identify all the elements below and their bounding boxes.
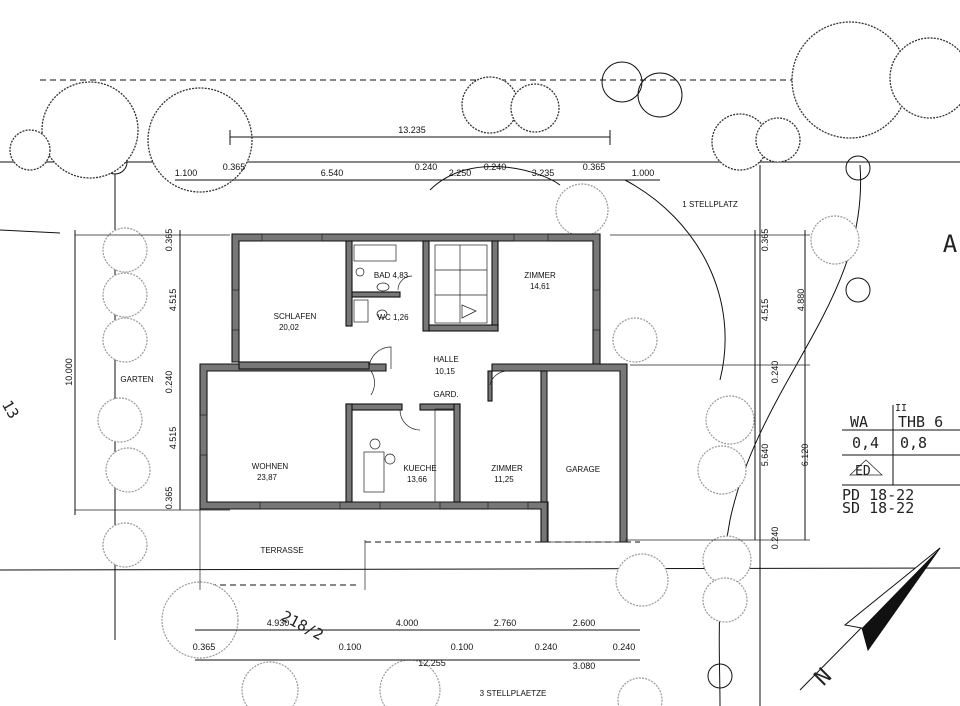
dim-left-0: 0.365 [164,229,174,252]
legend-gfz: 0,8 [900,434,927,452]
dim-bottom-2: 4.000 [396,618,419,628]
dim-bottom2-0: 0.100 [339,642,362,652]
room-zimmer2-name: ZIMMER [491,464,523,473]
room-schlafen-area: 20,02 [279,323,300,332]
legend-sd: SD 18-22 [842,499,914,517]
parcel-number: 218/2 [278,607,326,644]
dim-left-3: 4.515 [168,427,178,450]
legend-thb: THB 6 [898,413,943,431]
letter-a: A [943,230,958,258]
dim-top-3: 0.240 [415,162,438,172]
room-schlafen-name: SCHLAFEN [274,312,317,321]
dim-top-2: 6.540 [321,168,344,178]
north-arrow-icon: N [799,547,941,691]
room-zimmer1-area: 14,61 [530,282,551,291]
dim-top-0: 1.100 [175,168,198,178]
dim-left-4: 0.365 [164,487,174,510]
room-wohnen-area: 23,87 [257,473,278,482]
dim-bottom-6: 2.600 [573,618,596,628]
bottom-dimensions: 0.365 4.930 4.000 0.100 2.760 0.240 2.60… [193,618,636,671]
dim-right-4: 0.240 [770,527,780,550]
room-garage-name: GARAGE [566,465,600,474]
dim-top-6: 3.235 [532,168,555,178]
top-dimensions: 13.235 1.100 0.365 6.540 0.240 2.250 0.2… [175,125,655,178]
dim-top-7: 0.365 [583,162,606,172]
dim-bottom2-1: 12.255 [418,658,446,668]
room-labels: SCHLAFEN 20,02 BAD 4,83 WC 1,26 ZIMMER 1… [252,271,600,484]
left-parcel-number: 13 [0,397,23,422]
site-lines [0,79,960,706]
dim-right-1: 4.515 [760,299,770,322]
site-labels: TERRASSE GARTEN 1 STELLPLATZ 3 STELLPLAE… [0,200,958,698]
dim-left-1: 4.515 [168,289,178,312]
dim-top-1: 0.365 [223,162,246,172]
dim-bottom2-2: 3.080 [573,661,596,671]
dimension-lines [74,130,810,661]
dim-top-overall: 13.235 [398,125,426,135]
legend-wa: WA [850,413,868,431]
dim-right-2: 0.240 [770,361,780,384]
north-label: N [810,664,837,691]
dim-bottom-1: 4.930 [267,618,290,628]
dim-top-8: 1.000 [632,168,655,178]
room-bad-label: BAD 4,83 [374,271,409,280]
dim-top-4: 2.250 [449,168,472,178]
dim-right-0: 0.365 [760,229,770,252]
dim-left-outer: 10.000 [64,358,74,386]
legend-geschoss: II [895,403,907,414]
left-dimensions: 10.000 0.365 4.515 0.240 4.515 0.365 [64,229,178,510]
terrasse-label: TERRASSE [260,546,303,555]
room-kueche-area: 13,66 [407,475,428,484]
legend-pd: PD 18-22 [842,486,914,504]
right-dimensions: 0.365 4.515 0.240 5.640 0.240 4.880 6.12… [760,229,810,550]
building [199,233,628,590]
room-wohnen-name: WOHNEN [252,462,289,471]
dim-bottom-4: 2.760 [494,618,517,628]
trees [9,21,960,706]
room-zimmer2-area: 11,25 [494,475,514,484]
dim-right-outer-0: 4.880 [796,289,806,312]
dim-right-3: 5.640 [760,444,770,467]
dim-bottom-0: 0.365 [193,642,216,652]
zoning-legend: WA II THB 6 0,4 0,8 ED PD 18-22 SD 18-22 [842,403,960,517]
room-halle-area: 10,15 [435,367,456,376]
stellplatz-label: 1 STELLPLATZ [682,200,738,209]
room-zimmer1-name: ZIMMER [524,271,556,280]
legend-ed: ED [855,464,871,479]
room-gard-label: GARD. [433,390,458,399]
dim-bottom-5: 0.240 [535,642,558,652]
garten-label: GARTEN [120,375,153,384]
room-wc-label: WC 1,26 [377,313,409,322]
dim-right-outer-1: 6.120 [800,444,810,467]
dim-bottom-7: 0.240 [613,642,636,652]
legend-grz: 0,4 [852,434,879,452]
room-kueche-name: KUECHE [403,464,436,473]
dim-left-2: 0.240 [164,371,174,394]
stellplaetze-label: 3 STELLPLAETZE [480,689,547,698]
room-halle-name: HALLE [433,355,458,364]
dim-bottom-3: 0.100 [451,642,474,652]
dim-top-5: 0.240 [484,162,507,172]
